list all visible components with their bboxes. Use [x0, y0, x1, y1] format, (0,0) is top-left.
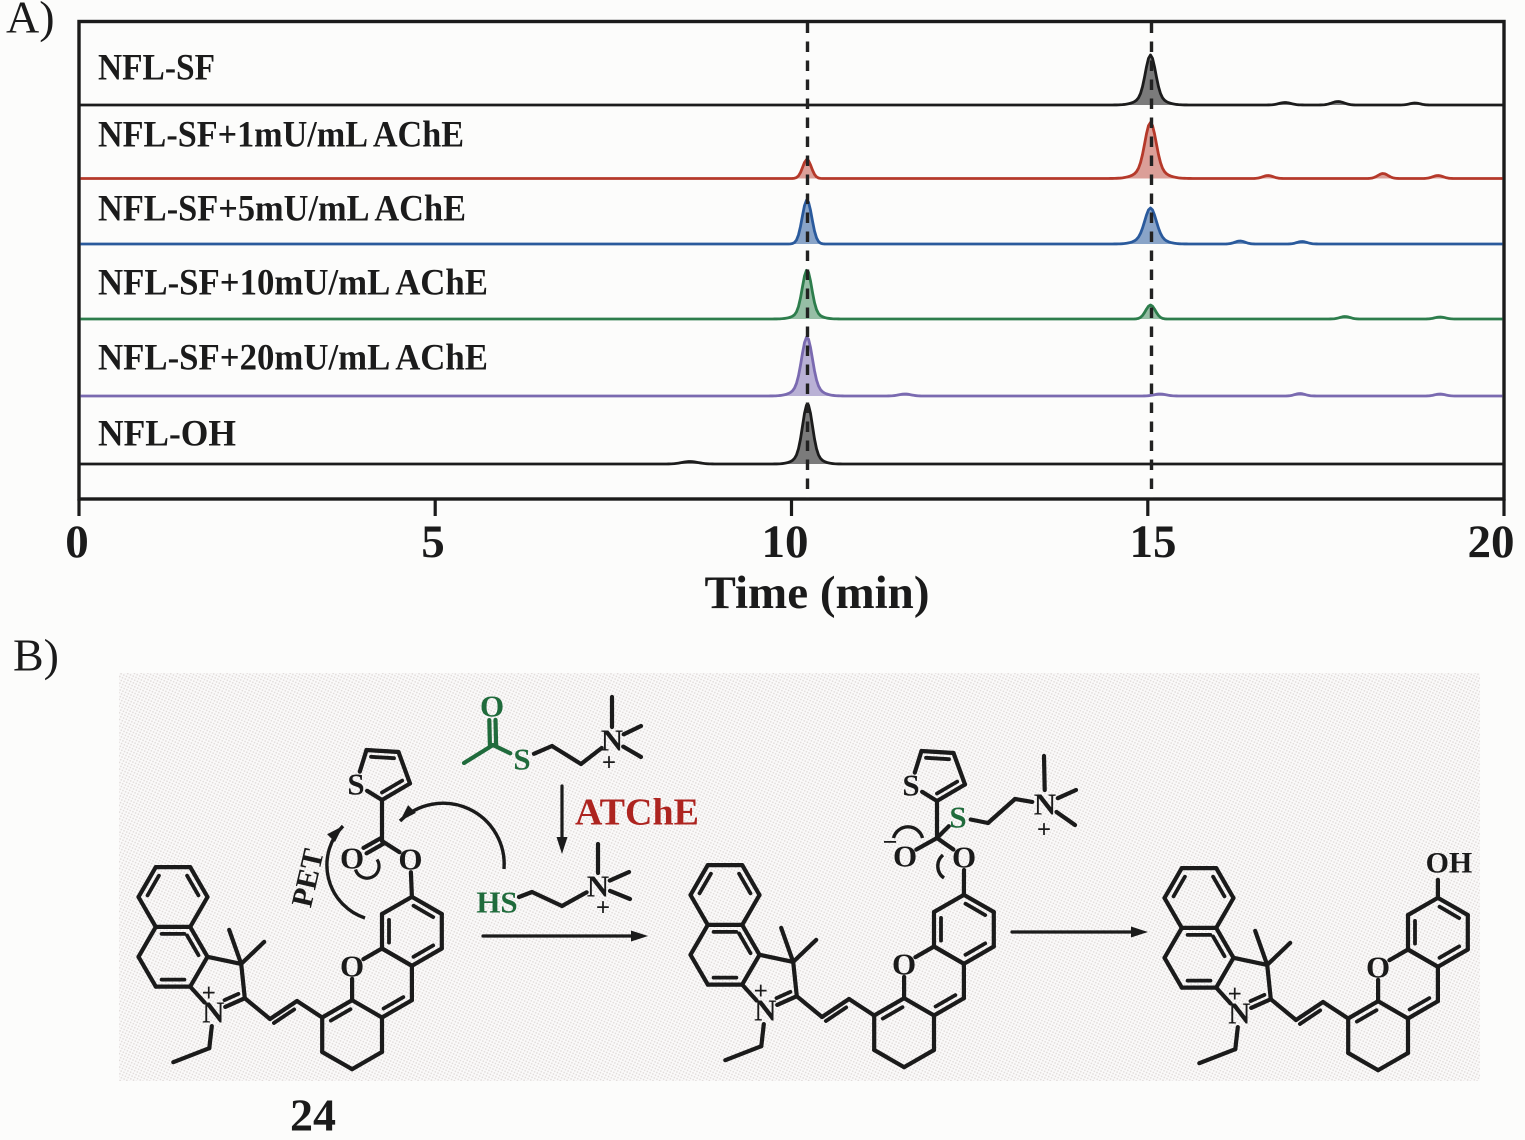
svg-text:B): B) [13, 630, 59, 681]
svg-text:S: S [949, 800, 966, 835]
svg-text:10: 10 [762, 516, 809, 568]
svg-text:5: 5 [421, 516, 445, 568]
svg-text:HS: HS [476, 885, 517, 920]
svg-text:NFL-SF+10mU/mL AChE: NFL-SF+10mU/mL AChE [98, 263, 488, 304]
svg-text:NFL-SF+20mU/mL AChE: NFL-SF+20mU/mL AChE [98, 338, 488, 379]
svg-text:NFL-SF+5mU/mL AChE: NFL-SF+5mU/mL AChE [98, 189, 466, 230]
svg-text:O: O [398, 842, 422, 877]
svg-text:O: O [952, 840, 976, 875]
svg-text:ATChE: ATChE [575, 792, 699, 834]
svg-text:+: + [202, 980, 216, 1007]
svg-text:S: S [902, 768, 919, 803]
svg-text:0: 0 [65, 516, 89, 568]
svg-text:NFL-SF+1mU/mL AChE: NFL-SF+1mU/mL AChE [98, 115, 464, 156]
svg-text:O: O [340, 841, 364, 876]
svg-text:NFL-OH: NFL-OH [98, 414, 236, 455]
svg-text:+: + [1037, 817, 1051, 844]
svg-text:NFL-SF: NFL-SF [98, 48, 215, 89]
svg-text:O: O [892, 946, 916, 981]
svg-text:+: + [754, 978, 768, 1005]
svg-text:S: S [347, 767, 364, 802]
svg-text:O: O [340, 948, 364, 983]
svg-text:O: O [1366, 949, 1390, 984]
svg-text:OH: OH [1426, 846, 1473, 879]
svg-text:O: O [480, 689, 504, 724]
svg-text:24: 24 [290, 1090, 336, 1136]
svg-text:S: S [513, 742, 530, 777]
svg-text:+: + [602, 750, 616, 777]
svg-text:A): A) [6, 0, 55, 43]
svg-text:+: + [1228, 981, 1242, 1008]
svg-text:+: + [596, 895, 610, 922]
svg-text:Time (min): Time (min) [705, 567, 930, 619]
svg-text:15: 15 [1130, 516, 1177, 568]
svg-text:20: 20 [1468, 516, 1515, 568]
